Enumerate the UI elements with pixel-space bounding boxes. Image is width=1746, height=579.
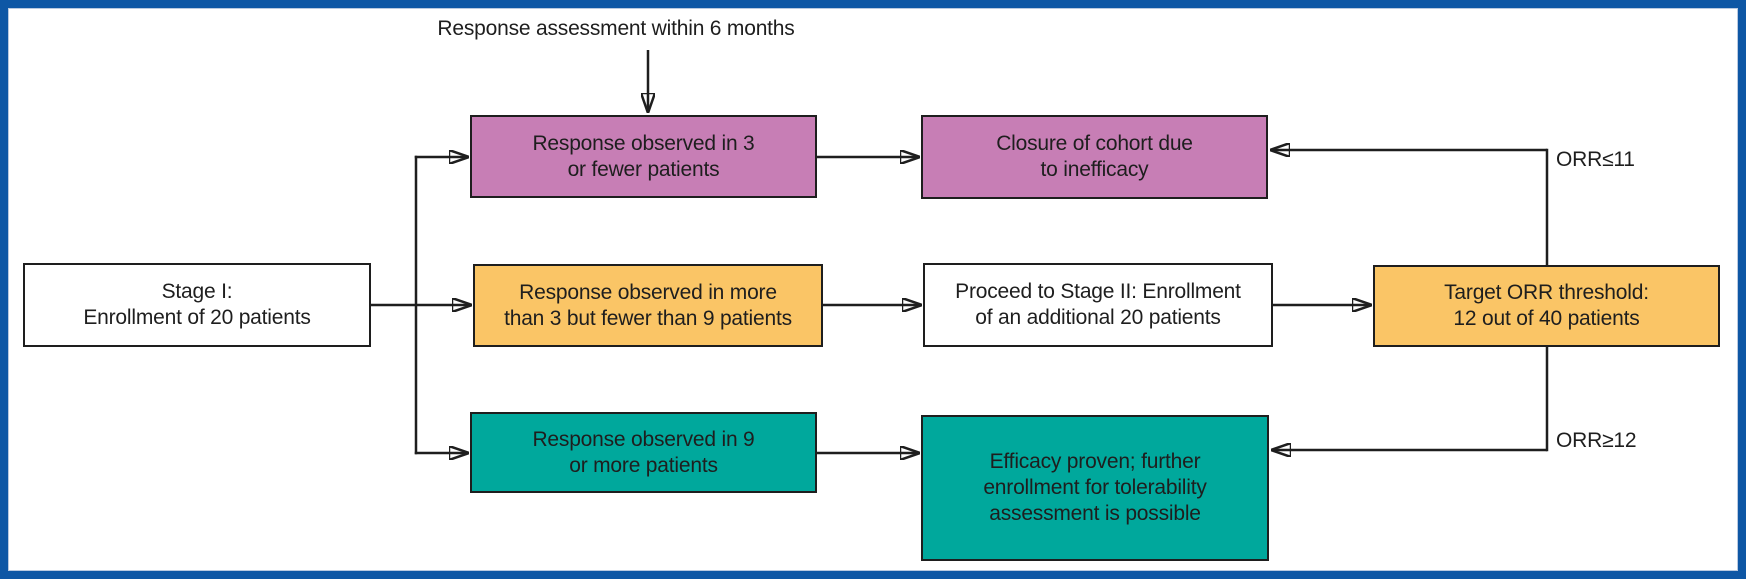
node-efficacy-proven: Efficacy proven; further enrollment for …: [921, 415, 1269, 561]
label-orr-ge-12: ORR≥12: [1556, 429, 1637, 452]
node-response-9-plus: Response observed in 9 or more patients: [470, 412, 817, 493]
node-response-3-or-fewer: Response observed in 3 or fewer patients: [470, 115, 817, 198]
assessment-annotation: Response assessment within 6 months: [437, 17, 795, 40]
node-proceed-stage2: Proceed to Stage II: Enrollment of an ad…: [923, 263, 1273, 347]
node-target-orr-threshold: Target ORR threshold: 12 out of 40 patie…: [1373, 265, 1720, 347]
label-orr-le-11: ORR≤11: [1556, 148, 1635, 171]
node-stage1-enrollment: Stage I: Enrollment of 20 patients: [23, 263, 371, 347]
node-response-4-to-8: Response observed in more than 3 but few…: [473, 264, 823, 347]
connector-group: [371, 50, 1549, 454]
node-closure-inefficacy: Closure of cohort due to inefficacy: [921, 115, 1268, 199]
